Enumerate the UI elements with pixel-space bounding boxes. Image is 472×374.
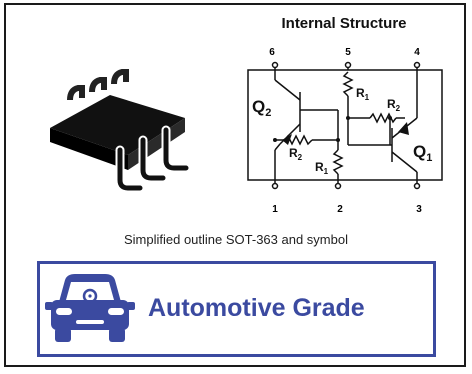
r1-top-label: R (356, 86, 365, 100)
junction-dots (273, 116, 392, 142)
pin-terminals (271, 61, 421, 190)
r1-bottom-label: R (315, 160, 324, 174)
r2-left-label: R (289, 146, 298, 160)
r2-top-label-sub: 2 (396, 104, 401, 113)
pin-5-label: 5 (345, 47, 351, 58)
svg-text:R1: R1 (315, 160, 329, 176)
svg-text:Q2: Q2 (252, 97, 271, 119)
pin-4-label: 4 (414, 47, 420, 58)
svg-text:R1: R1 (356, 86, 370, 102)
pin-6-label: 6 (269, 47, 275, 58)
q2-emitter-arrow (282, 134, 292, 145)
pin-1-label: 1 (272, 204, 278, 215)
r2-left-label-sub: 2 (298, 153, 303, 162)
svg-text:Q1: Q1 (413, 142, 432, 164)
car-icon (45, 274, 135, 342)
pin-2-label: 2 (337, 204, 343, 215)
structure-title: Internal Structure (281, 15, 406, 32)
r2-top-label: R (387, 97, 396, 111)
q2-label-sub: 2 (265, 107, 271, 119)
circuit-wiring (247, 62, 443, 188)
svg-text:R2: R2 (289, 146, 303, 162)
automotive-grade-text: Automotive Grade (148, 294, 365, 322)
r1-bottom-label-sub: 1 (324, 167, 329, 176)
outline-caption: Simplified outline SOT-363 and symbol (123, 232, 348, 247)
svg-text:R2: R2 (387, 97, 401, 113)
q1-label: Q (413, 142, 426, 161)
q1-emitter-arrow (398, 122, 409, 135)
chip-package-icon (50, 69, 191, 193)
q1-label-sub: 1 (426, 152, 432, 164)
r1-top-label-sub: 1 (365, 93, 370, 102)
q2-label: Q (252, 97, 265, 116)
pin-3-label: 3 (416, 204, 422, 215)
